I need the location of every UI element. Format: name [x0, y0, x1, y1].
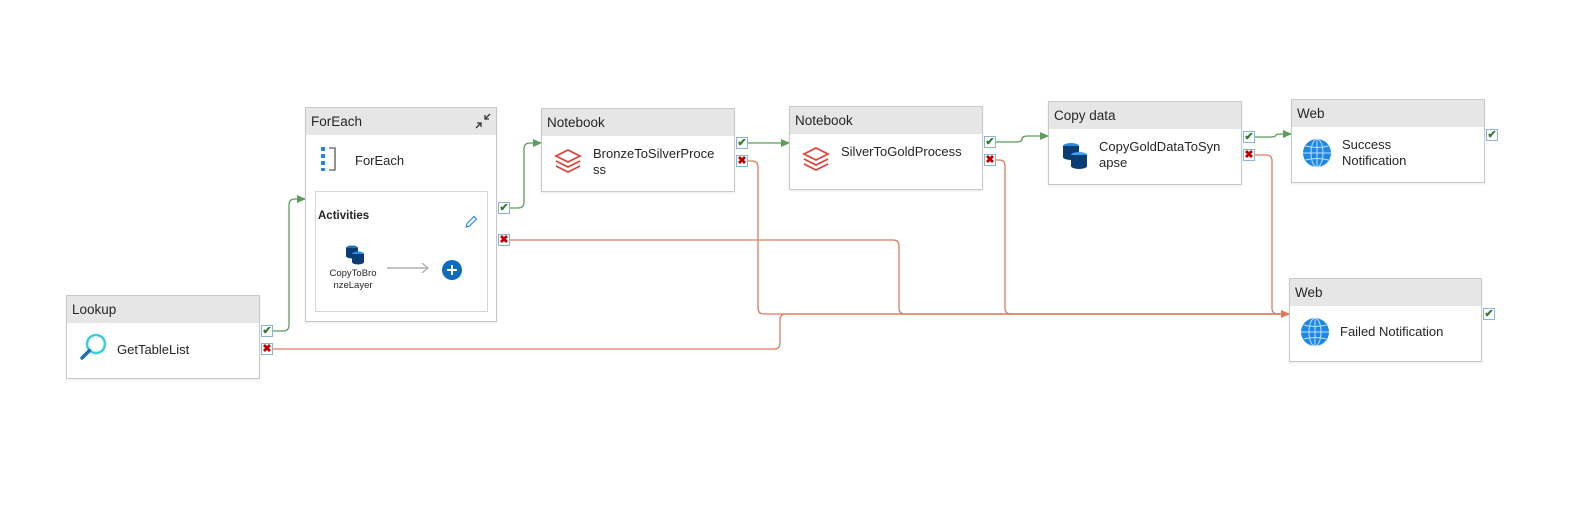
- add-activity-icon[interactable]: [441, 259, 463, 281]
- globe-icon: [1303, 138, 1331, 168]
- foreach-success-port[interactable]: ✔: [498, 202, 510, 214]
- activity-type-label: Web: [1292, 100, 1484, 127]
- web-success-success-port[interactable]: ✔: [1486, 129, 1498, 141]
- edit-icon[interactable]: [463, 214, 479, 230]
- wire-lookup-to-foreach: [273, 195, 306, 332]
- activity-lookup[interactable]: Lookup GetTableList: [66, 295, 260, 379]
- wire-foreach-fail: [510, 239, 1289, 315]
- copydata-success-port[interactable]: ✔: [1243, 131, 1255, 143]
- activity-type-label: ForEach: [306, 108, 496, 135]
- foreach-failure-port[interactable]: ✖: [498, 234, 510, 246]
- wire-copydata-fail: [1255, 154, 1289, 315]
- activity-web-success-notification[interactable]: Web Success Notification: [1291, 99, 1485, 183]
- databricks-icon: [554, 148, 582, 174]
- foreach-activities-panel[interactable]: Activities CopyToBronzeLayer: [315, 191, 488, 312]
- activity-type-label: Web: [1290, 279, 1481, 306]
- activity-type-label: Lookup: [67, 296, 259, 323]
- wire-copydata-to-success: [1255, 130, 1292, 138]
- web-failed-success-port[interactable]: ✔: [1483, 308, 1495, 320]
- activity-name: SilverToGoldProcess: [841, 144, 962, 159]
- databricks-icon: [802, 146, 830, 172]
- inner-activity-name: CopyToBronzeLayer: [329, 268, 377, 291]
- globe-icon: [1301, 317, 1329, 347]
- activity-type-label: Notebook: [542, 109, 734, 136]
- activity-name: GetTableList: [117, 342, 190, 357]
- collapse-icon[interactable]: [474, 112, 492, 130]
- activity-copy-data[interactable]: Copy data CopyGoldDataToSynapse: [1048, 101, 1242, 185]
- activity-name: ForEach: [355, 153, 405, 168]
- database-copy-icon: [1063, 143, 1087, 169]
- notebook2-failure-port[interactable]: ✖: [984, 154, 996, 166]
- database-copy-icon: [346, 245, 364, 265]
- activity-foreach[interactable]: ForEach ForEach Activities: [305, 107, 497, 322]
- activity-type-label: Notebook: [790, 107, 982, 134]
- foreach-icon: [321, 147, 336, 171]
- wire-notebook2-to-copydata: [996, 132, 1049, 143]
- lookup-failure-port[interactable]: ✖: [261, 343, 273, 355]
- activity-name: BronzeToSilverProcess: [593, 146, 715, 177]
- notebook1-success-port[interactable]: ✔: [736, 137, 748, 149]
- activity-name: Success Notification: [1342, 137, 1407, 168]
- arrow-right-icon: [387, 262, 430, 274]
- copydata-failure-port[interactable]: ✖: [1243, 149, 1255, 161]
- activity-web-failed-notification[interactable]: Web Failed Notification: [1289, 278, 1482, 362]
- notebook1-failure-port[interactable]: ✖: [736, 155, 748, 167]
- activity-notebook-silver-to-gold[interactable]: Notebook SilverToGoldProcess: [789, 106, 983, 190]
- lookup-success-port[interactable]: ✔: [261, 325, 273, 337]
- activities-title: Activities: [318, 210, 370, 222]
- wire-foreach-to-notebook1: [510, 139, 542, 209]
- activity-type-label: Copy data: [1049, 102, 1241, 129]
- activity-name: CopyGoldDataToSynapse: [1099, 139, 1221, 170]
- activity-notebook-bronze-to-silver[interactable]: Notebook BronzeToSilverProcess: [541, 108, 735, 192]
- notebook2-success-port[interactable]: ✔: [984, 136, 996, 148]
- magnifier-icon: [80, 333, 107, 360]
- activity-name: Failed Notification: [1340, 324, 1444, 339]
